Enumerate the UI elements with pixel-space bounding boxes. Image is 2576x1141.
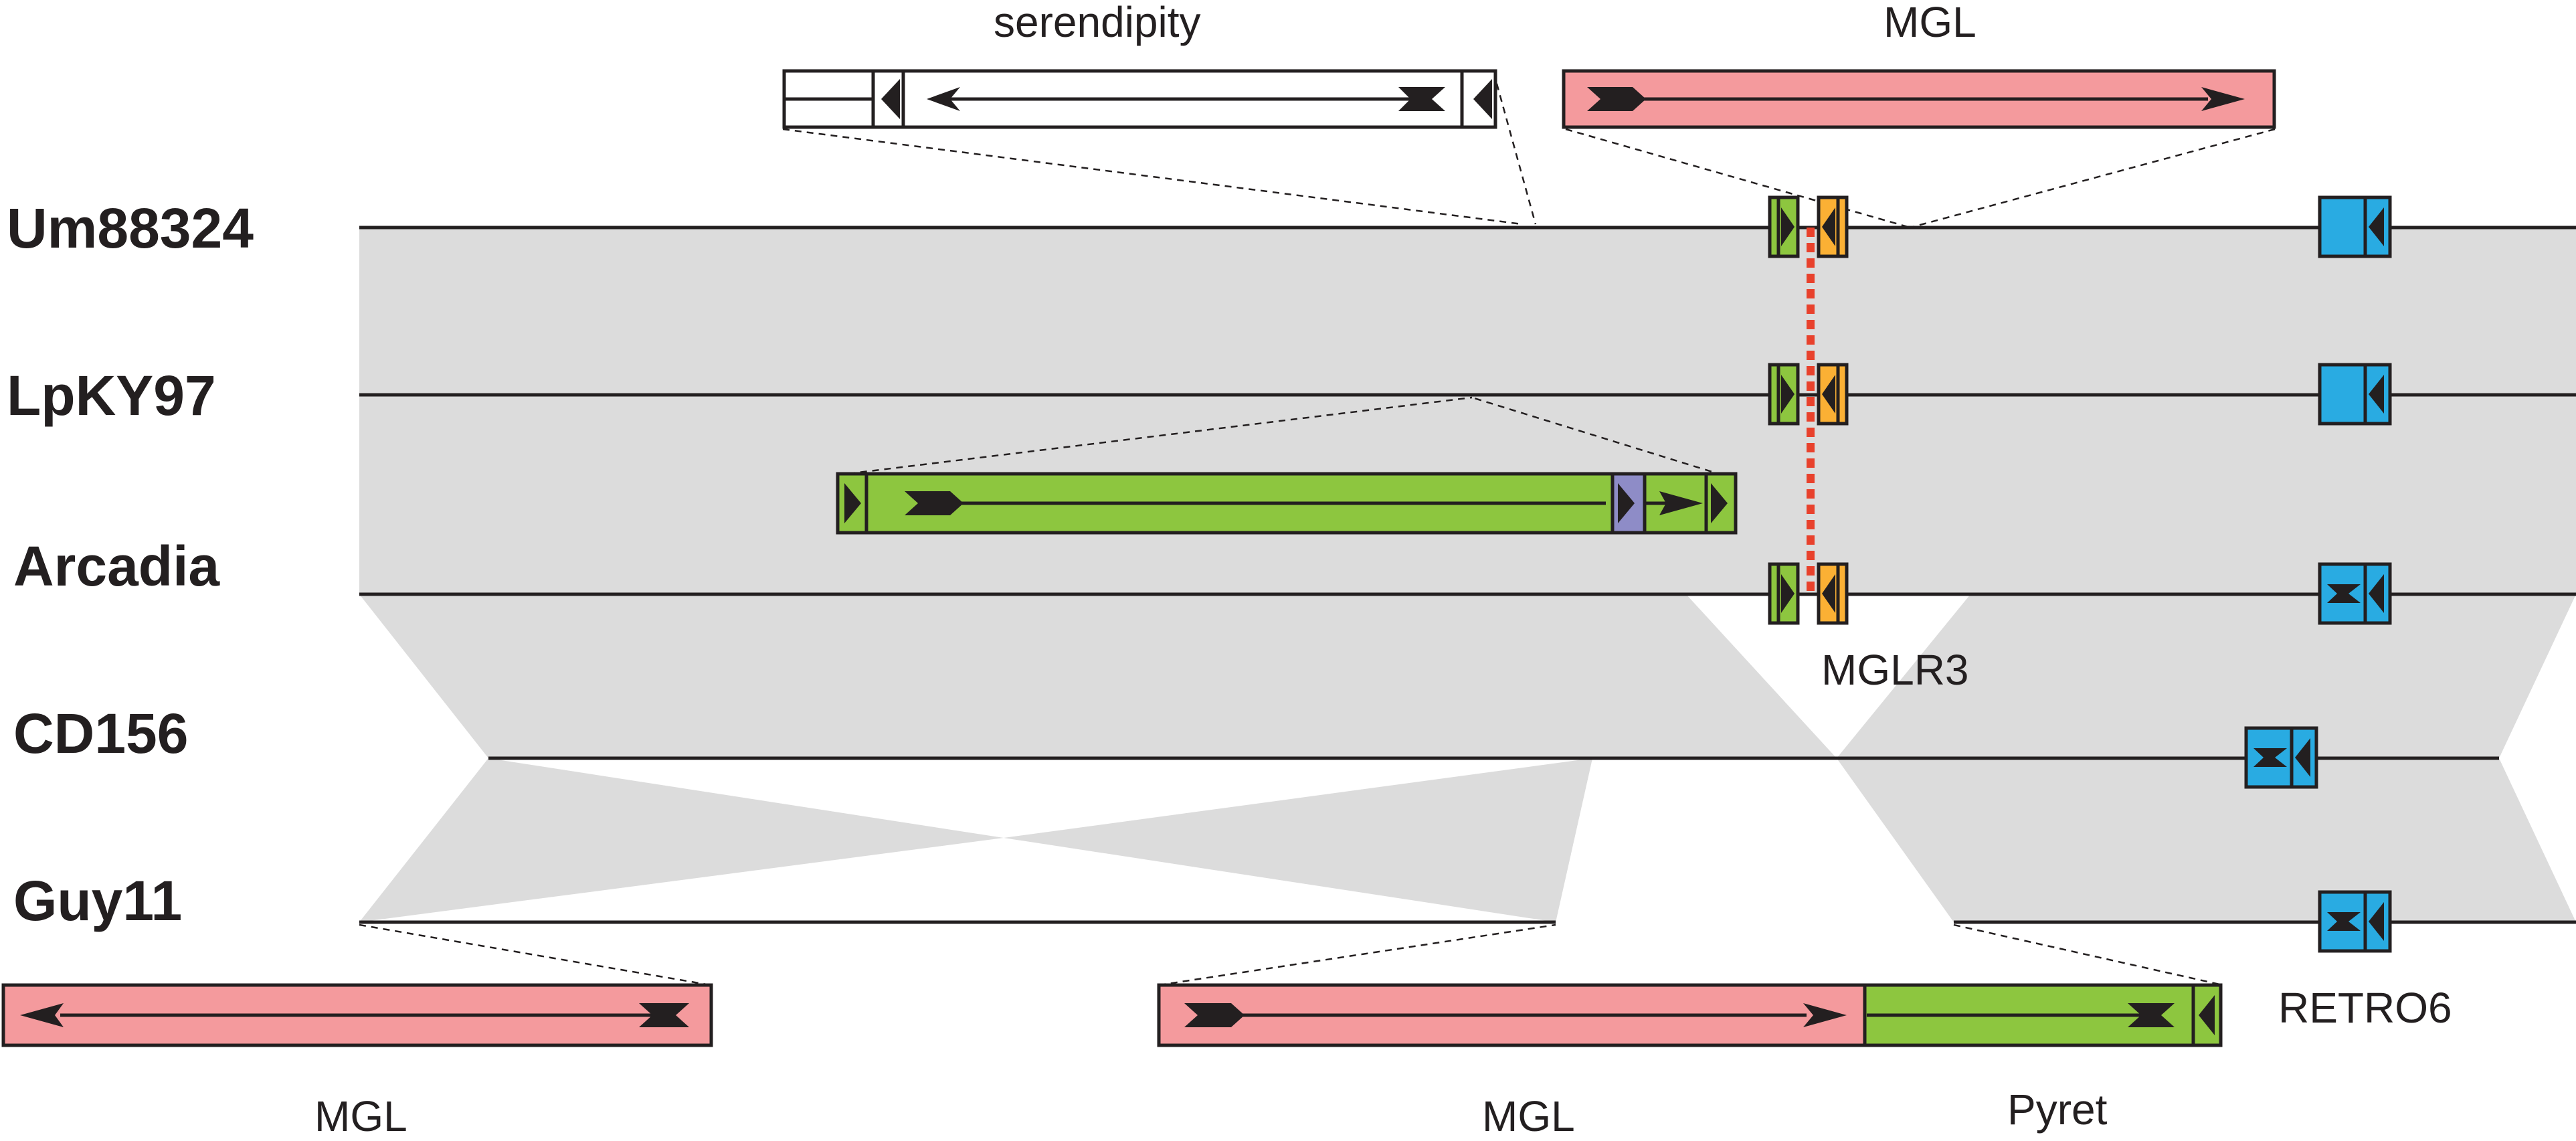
strain-labels: Um88324 LpKY97 Arcadia CD156 Guy11 — [7, 197, 254, 932]
retro6-markers — [2244, 195, 2392, 953]
shade-cd156-guy11-right — [1837, 758, 2576, 922]
serendipity-element — [782, 69, 1497, 129]
mgl-pyret-element — [1157, 983, 2223, 1047]
arcadia-insertion-element — [836, 472, 1738, 535]
label-serendipity: serendipity — [994, 0, 1201, 46]
chromosome-lines — [359, 226, 2576, 924]
strain-label-um88324: Um88324 — [7, 197, 254, 260]
insertion-dashed-lines — [359, 83, 2276, 986]
shade-um-to-arcadia — [359, 228, 2576, 594]
mgl-top-element — [1562, 69, 2276, 129]
mgl-bottom-left-element — [1, 983, 713, 1047]
shade-arcadia-cd156-right — [1837, 594, 2576, 758]
label-mgl-top: MGL — [1883, 0, 1976, 46]
synteny-shading — [359, 228, 2576, 922]
strain-label-guy11: Guy11 — [13, 869, 182, 932]
label-pyret: Pyret — [2007, 1085, 2108, 1134]
strain-label-cd156: CD156 — [13, 702, 188, 765]
label-mgl-bottom-mid: MGL — [1482, 1092, 1575, 1140]
label-mgl-bottom-left: MGL — [314, 1092, 407, 1140]
shade-arcadia-cd156-left — [359, 594, 1837, 758]
strain-label-lpky97: LpKY97 — [7, 364, 216, 427]
cross-gap-bottom — [359, 838, 1556, 922]
label-mglr3: MGLR3 — [1821, 646, 1969, 694]
mglr3-markers — [1768, 195, 1849, 625]
strain-label-arcadia: Arcadia — [13, 535, 220, 598]
label-retro6: RETRO6 — [2278, 984, 2452, 1032]
cross-gap-top — [488, 758, 1592, 838]
